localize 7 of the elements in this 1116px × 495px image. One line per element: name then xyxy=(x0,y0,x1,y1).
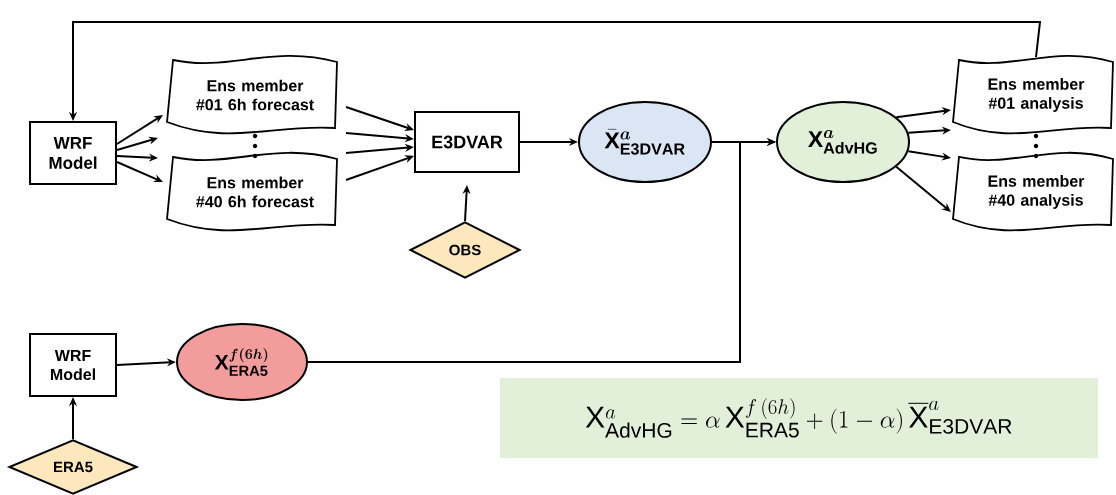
arrow xyxy=(116,161,163,183)
process-box: WRF Model xyxy=(29,121,117,185)
arrow xyxy=(895,165,951,212)
process-box: WRF Model xyxy=(29,333,117,397)
formula-panel: $\mathrm{X}^{a}_{\mathrm{AdvHG}} = \alpha\,\mathrm{X}^{f\,(6h)}_{\mathrm{ERA5}} + (1-\alpha)\,\overline{\mathrm{X}}^{a}_{\mathrm{E3DVAR}}$ xyxy=(500,378,1098,458)
process-box: E3DVAR xyxy=(414,111,520,173)
arrow xyxy=(116,115,163,145)
